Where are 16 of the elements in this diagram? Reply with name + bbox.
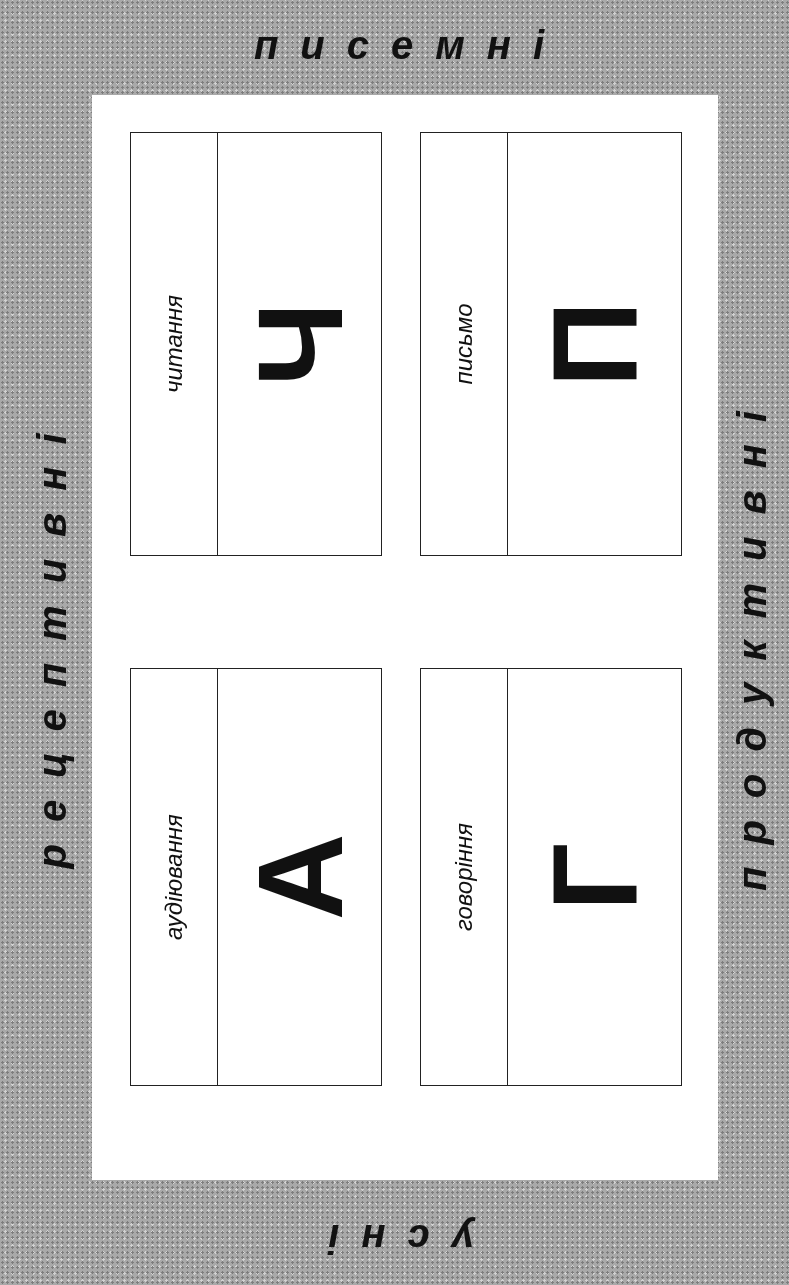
skill-name: говоріння: [450, 822, 478, 932]
skill-name: аудіювання: [160, 814, 188, 940]
axis-label: продуктивні: [729, 389, 775, 891]
skill-letter: П: [534, 300, 655, 388]
skill-card: [130, 132, 382, 556]
skill-card: [130, 668, 382, 1086]
axis-label: писемні: [253, 22, 567, 68]
skill-card: [420, 132, 682, 556]
skill-name: читання: [160, 294, 188, 394]
skill-name: письмо: [450, 303, 478, 385]
axis-label: рецептивні: [29, 411, 75, 869]
axis-label: усні: [306, 1215, 474, 1261]
skill-letter: А: [239, 833, 360, 921]
skill-letter: Г: [534, 843, 655, 911]
skill-card: [420, 668, 682, 1086]
skill-letter: Ч: [239, 301, 360, 387]
